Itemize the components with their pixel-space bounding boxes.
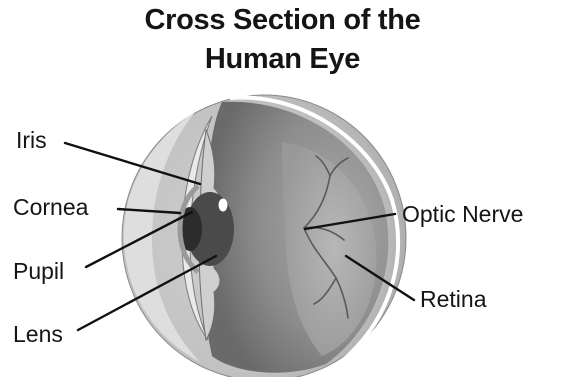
label-retina: Retina [420,286,486,312]
label-pupil: Pupil [13,258,64,284]
label-optic-nerve: Optic Nerve [402,201,523,227]
label-lens: Lens [13,321,63,347]
label-cornea: Cornea [13,194,88,220]
lens-highlight [219,199,228,212]
label-iris: Iris [16,127,47,153]
